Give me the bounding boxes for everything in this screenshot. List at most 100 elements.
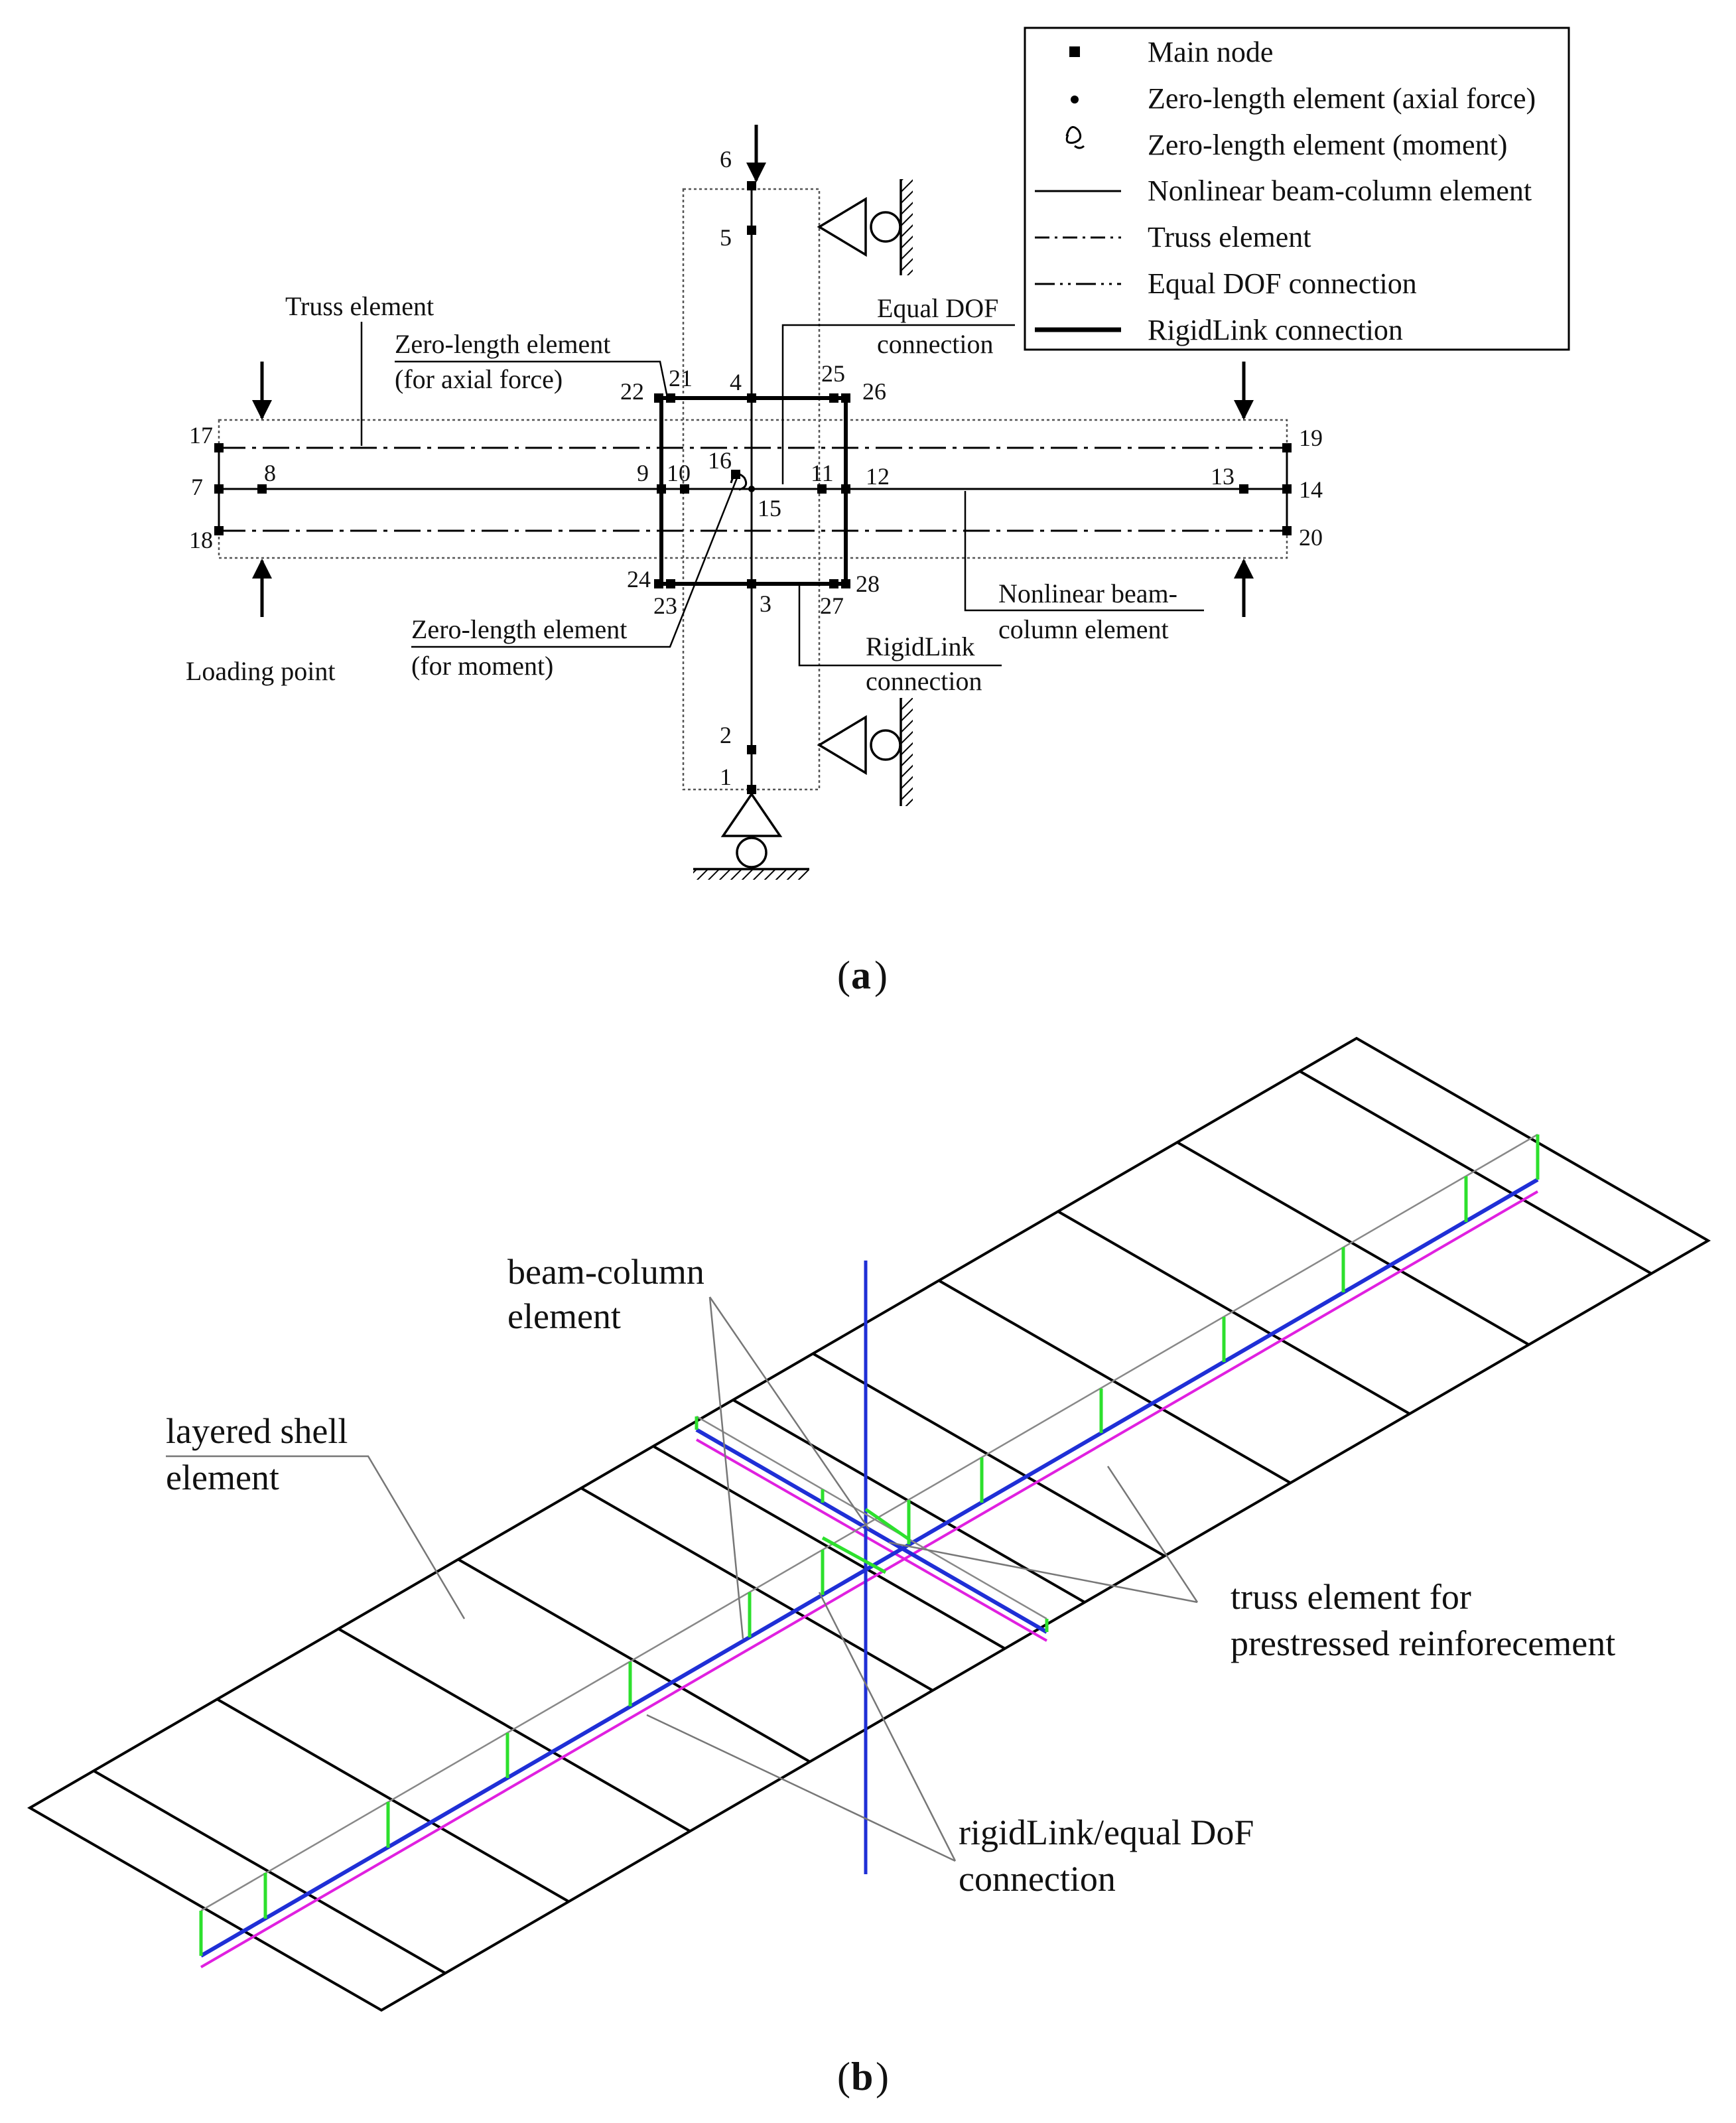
node-label-21: 21 — [669, 365, 693, 391]
legend-item-equal-dof: Equal DOF connection — [1148, 267, 1417, 300]
node-label-20: 20 — [1299, 524, 1323, 551]
panel-a: Main node Zero-length element (axial for… — [186, 27, 1570, 997]
node-marker-1 — [747, 785, 756, 794]
label-rigidlink-1: RigidLink — [866, 632, 974, 661]
node-label-2: 2 — [720, 722, 732, 748]
node-marker-9 — [657, 484, 666, 494]
label-zero-length-axial-2: (for axial force) — [395, 364, 563, 394]
label-nonlinear-1: Nonlinear beam- — [998, 579, 1177, 608]
node-marker-19 — [1282, 443, 1292, 452]
caption-b: ( b ) — [837, 2055, 889, 2098]
leaders-b — [166, 1296, 1199, 1862]
node-marker-12 — [841, 484, 850, 494]
node-marker-22 — [654, 393, 663, 403]
node-label-18: 18 — [189, 527, 213, 553]
leader-equal-dof — [781, 324, 1015, 484]
roller-support-upper — [817, 179, 913, 275]
node-marker-17 — [214, 443, 224, 452]
annotations-a: Truss element Zero-length element (for a… — [186, 291, 1204, 696]
node-marker-18 — [214, 526, 224, 535]
label-beam-column-2: element — [507, 1296, 621, 1336]
node-marker-13 — [1239, 484, 1248, 494]
node-label-16: 16 — [708, 447, 732, 474]
caption-a: ( a ) — [837, 953, 888, 997]
node-label-5: 5 — [720, 224, 732, 251]
node-label-23: 23 — [653, 592, 677, 619]
label-beam-column-1: beam-column — [507, 1252, 704, 1292]
label-truss-prestress-1: truss element for — [1231, 1577, 1471, 1617]
node-label-13: 13 — [1211, 463, 1235, 490]
beam-column-trans — [695, 1428, 1048, 1634]
caption-b-close: ) — [876, 2055, 889, 2098]
truss-prestress-long — [200, 1190, 1539, 1968]
node-marker-24 — [654, 579, 663, 588]
node-label-26: 26 — [862, 378, 886, 405]
node-label-19: 19 — [1299, 425, 1323, 451]
caption-a-open: ( — [837, 953, 850, 997]
label-equal-dof-2: connection — [877, 329, 994, 359]
node-marker-4 — [747, 393, 756, 403]
node-marker-21 — [666, 393, 675, 403]
node-label-9: 9 — [637, 460, 649, 486]
label-zero-length-axial-1: Zero-length element — [395, 329, 610, 359]
node-marker-20 — [1282, 526, 1292, 535]
label-nonlinear-2: column element — [998, 614, 1169, 644]
truss-prestress-trans — [696, 1438, 1047, 1642]
label-truss-prestress-2: prestressed reinforecement — [1231, 1623, 1615, 1663]
shell-outline — [27, 1036, 1711, 2012]
node-label-28: 28 — [856, 571, 880, 597]
node-marker-25 — [829, 393, 838, 403]
node-label-8: 8 — [264, 460, 276, 486]
legend: Main node Zero-length element (axial for… — [1024, 27, 1570, 351]
legend-item-zero-length-axial: Zero-length element (axial force) — [1148, 82, 1536, 115]
shell-centerline-trans — [696, 1415, 1047, 1620]
labels-b: beam-column element layered shell elemen… — [166, 1252, 1615, 1899]
layered-shell-mesh — [27, 1036, 1711, 2012]
node-label-7: 7 — [191, 474, 203, 500]
rigid-links — [199, 1134, 1540, 1956]
leader-nonlinear — [964, 491, 1204, 612]
node-marker-2 — [747, 745, 756, 754]
legend-item-rigidlink: RigidLink connection — [1148, 314, 1403, 346]
node-marker-8 — [257, 484, 267, 494]
label-layered-shell-2: element — [166, 1458, 279, 1497]
node-marker-15 — [748, 486, 755, 492]
label-zero-length-moment-1: Zero-length element — [411, 614, 627, 644]
node-label-3: 3 — [760, 590, 771, 617]
load-arrows — [252, 125, 1254, 617]
roller-support-lower — [817, 698, 913, 806]
label-zero-length-moment-2: (for moment) — [411, 651, 553, 681]
node-label-25: 25 — [821, 360, 845, 387]
leader-zero-length-axial — [395, 360, 668, 395]
node-label-14: 14 — [1299, 476, 1323, 503]
label-loading-point: Loading point — [186, 656, 336, 686]
caption-b-letter: b — [851, 2055, 873, 2098]
label-truss-element: Truss element — [285, 291, 434, 321]
legend-main-node-symbol — [1069, 46, 1080, 57]
node-label-11: 11 — [811, 460, 834, 486]
node-label-15: 15 — [758, 495, 781, 521]
node-marker-10 — [680, 484, 689, 494]
node-label-10: 10 — [667, 460, 691, 486]
node-label-24: 24 — [627, 566, 651, 592]
caption-a-letter: a — [851, 953, 871, 997]
main-nodes — [214, 181, 1292, 794]
legend-zero-length-moment-symbol — [1065, 126, 1085, 149]
node-marker-14 — [1282, 484, 1292, 494]
panel-b: beam-column element layered shell elemen… — [27, 1036, 1711, 2098]
caption-a-close: ) — [874, 953, 888, 997]
leader-rigidlink — [798, 584, 1002, 667]
shell-centerline — [200, 1133, 1538, 1912]
node-label-27: 27 — [820, 592, 844, 619]
legend-item-main-node: Main node — [1148, 36, 1273, 68]
label-rigidlink-equal-2: connection — [959, 1859, 1116, 1899]
node-marker-6 — [747, 181, 756, 190]
leader-zero-length-moment — [411, 476, 739, 648]
node-label-17: 17 — [189, 422, 213, 448]
legend-item-zero-length-moment: Zero-length element (moment) — [1148, 129, 1507, 161]
pin-support-bottom — [693, 791, 809, 880]
node-label-12: 12 — [866, 463, 890, 490]
node-numbers: 1 2 3 4 5 6 7 8 9 10 11 12 13 14 15 16 1… — [189, 146, 1323, 790]
legend-item-truss: Truss element — [1148, 221, 1311, 253]
legend-box — [1024, 27, 1570, 351]
